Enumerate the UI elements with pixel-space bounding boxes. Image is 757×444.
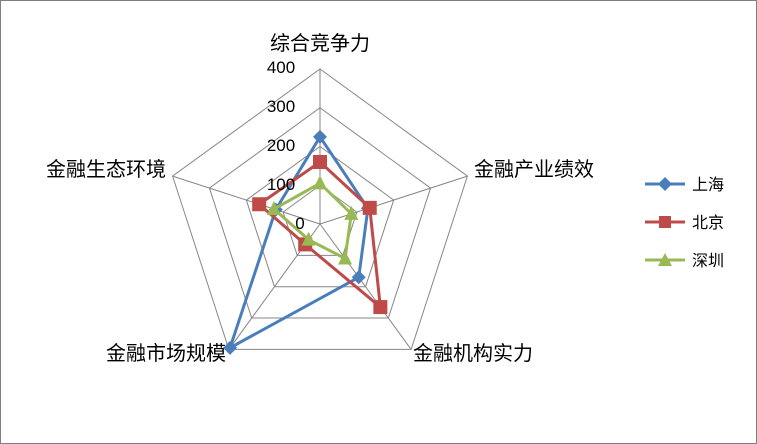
tick-label-100: 100 [267, 175, 295, 194]
data-point-s0-c2 [351, 270, 366, 285]
series-line-2 [272, 181, 353, 260]
data-point-s1-c0 [313, 155, 327, 169]
data-point-s2-c2 [338, 250, 353, 265]
category-label-3: 金融市场规模 [106, 341, 226, 365]
data-point-s2-c4 [266, 201, 281, 216]
radar-spokes [172, 69, 468, 350]
tick-label-0: 0 [295, 214, 304, 233]
data-point-s1-c2 [373, 300, 388, 315]
series-line-1 [257, 160, 382, 309]
svg-text:北京: 北京 [692, 213, 724, 232]
spoke-2 [319, 223, 412, 350]
radar-series [223, 129, 388, 355]
data-point-s2-c0 [313, 175, 327, 190]
tick-label-400: 400 [267, 58, 295, 77]
grid-ring-400 [171, 68, 469, 350]
grid-ring-200 [245, 145, 395, 288]
data-point-s2-c3 [301, 231, 316, 246]
legend-marker-triangle [658, 253, 672, 266]
data-point-s2-c1 [344, 205, 359, 220]
data-point-s1-c4 [252, 197, 267, 212]
tick-label-200: 200 [267, 136, 295, 155]
grid-ring-300 [208, 107, 432, 319]
series-2 [266, 175, 359, 265]
legend-item-shanghai: 上海 [645, 175, 724, 194]
data-point-s0-c3 [223, 340, 238, 355]
data-point-s1-c1 [362, 200, 377, 215]
category-label-1: 金融产业绩效 [474, 157, 594, 181]
legend-item-shenzhen: 深圳 [645, 251, 724, 270]
spoke-1 [319, 175, 468, 225]
svg-text:深圳: 深圳 [692, 251, 724, 270]
legend-item-beijing: 北京 [645, 213, 724, 232]
legend: 上海 北京 深圳 [645, 175, 724, 270]
legend-marker-diamond [658, 177, 672, 191]
category-label-0: 综合竞争力 [270, 31, 370, 55]
data-point-s0-c0 [313, 129, 327, 144]
svg-text:上海: 上海 [692, 175, 724, 194]
spoke-4 [172, 175, 321, 225]
tick-label-300: 300 [267, 97, 295, 116]
category-label-4: 金融生态环境 [46, 157, 166, 181]
legend-marker-square [659, 216, 671, 228]
category-label-2: 金融机构实力 [413, 341, 533, 365]
series-line-0 [228, 135, 370, 350]
